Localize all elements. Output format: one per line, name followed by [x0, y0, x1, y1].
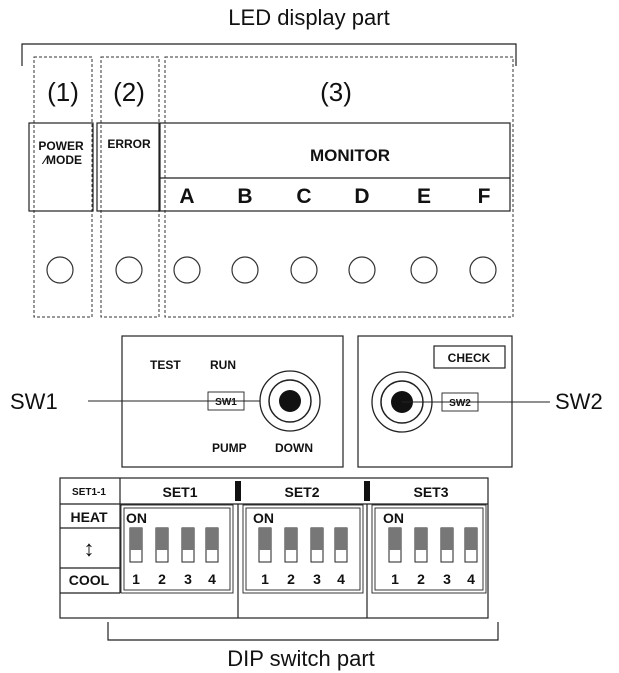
monitor-letter-c: C [296, 185, 311, 208]
led-monitor-d [348, 256, 376, 284]
sw1-run-label: RUN [210, 358, 236, 372]
monitor-letter-b: B [237, 185, 252, 208]
sw1-panel [121, 335, 344, 468]
monitor-letter-a: A [179, 185, 194, 208]
led-monitor-f [469, 256, 497, 284]
dip-cool-label: COOL [69, 572, 110, 588]
dip-set1-number-4: 4 [208, 571, 216, 587]
sw1-tag-label: SW1 [215, 397, 237, 408]
dip-bank-set3-inner [374, 507, 484, 591]
dip-part-bracket [107, 622, 499, 641]
dip-set2-number-1: 1 [261, 571, 269, 587]
dip-bank-set2-on-label: ON [253, 510, 274, 526]
dip-switch-set2-2[interactable] [284, 527, 298, 563]
dip-switch-set1-3[interactable] [181, 527, 195, 563]
sw2-tag-box [441, 392, 479, 412]
dip-bank-set3-frame [371, 504, 487, 594]
dip-bank-set2-frame [242, 504, 364, 594]
dip-set2-number-2: 2 [287, 571, 295, 587]
dip-bank-set1-name: SET1 [162, 484, 197, 500]
error-panel [96, 122, 160, 212]
dip-switch-set3-2[interactable] [414, 527, 428, 563]
dip-heat-label: HEAT [70, 509, 108, 525]
dip-separator-1 [235, 481, 241, 501]
power-mode-panel [28, 122, 94, 212]
led-monitor-c [290, 256, 318, 284]
check-label-box [433, 345, 506, 369]
dip-switch-set2-4[interactable] [334, 527, 348, 563]
dip-set1-number-2: 2 [158, 571, 166, 587]
power-label: POWER [38, 139, 84, 153]
sw1-push-button[interactable] [259, 370, 321, 432]
dip-separator-2 [364, 481, 370, 501]
dip-switch-set1-4[interactable] [205, 527, 219, 563]
dip-bank-set3: ON 1 2 3 4 [371, 504, 487, 594]
led-group-3-number: (3) [320, 77, 352, 107]
led-group-2-number: (2) [113, 77, 145, 107]
led-group-1-outline [33, 56, 93, 318]
dip-switch-set1-1[interactable] [129, 527, 143, 563]
dip-set2-number-4: 4 [337, 571, 345, 587]
dip-bank-set3-on-label: ON [383, 510, 404, 526]
dip-set2-number-3: 3 [313, 571, 321, 587]
error-label: ERROR [107, 137, 151, 151]
dip-arrow: ↕ [84, 536, 95, 561]
check-label: CHECK [448, 351, 491, 365]
monitor-letter-f: F [478, 185, 491, 208]
dip-bank-set1-on-label: ON [126, 510, 147, 526]
dip-set3-number-1: 1 [391, 571, 399, 587]
dip-set3-number-3: 3 [443, 571, 451, 587]
monitor-panel [159, 122, 511, 212]
dip-set1-number-1: 1 [132, 571, 140, 587]
sw2-tag-label: SW2 [449, 398, 471, 409]
dip-switch-set1-2[interactable] [155, 527, 169, 563]
dip-bank-set1: ON 1 2 3 4 [120, 504, 234, 594]
dip-bank-set1-inner [123, 507, 231, 591]
led-part-bracket [21, 43, 517, 66]
dip-bank-set1-frame [120, 504, 234, 594]
mode-label: ∕MODE [41, 153, 82, 167]
led-error [115, 256, 143, 284]
dip-bank-set2-inner [245, 507, 361, 591]
sw2-panel [357, 335, 513, 468]
dip-switch-set3-1[interactable] [388, 527, 402, 563]
dip-bank-set2: ON 1 2 3 4 [242, 504, 364, 594]
monitor-letter-d: D [354, 185, 369, 208]
dip-switch-set3-4[interactable] [464, 527, 478, 563]
led-group-3-outline [164, 56, 514, 318]
sw1-down-label: DOWN [275, 441, 313, 455]
led-power-mode [46, 256, 74, 284]
dip-part-title: DIP switch part [227, 646, 375, 671]
led-part-title: LED display part [228, 5, 389, 30]
dip-switch-set3-3[interactable] [440, 527, 454, 563]
dip-bank-set3-name: SET3 [413, 484, 448, 500]
dip-bank-set2-name: SET2 [284, 484, 319, 500]
sw1-test-label: TEST [150, 358, 181, 372]
monitor-letter-e: E [417, 185, 431, 208]
sw1-external-label: SW1 [10, 389, 58, 414]
dip-switch-set2-3[interactable] [310, 527, 324, 563]
dip-set3-number-4: 4 [467, 571, 475, 587]
sw2-external-label: SW2 [555, 389, 603, 414]
sw1-pump-label: PUMP [212, 441, 247, 455]
dip-area-frame [59, 477, 489, 619]
dip-switch-set2-1[interactable] [258, 527, 272, 563]
dip-mode-header: SET1-1 [72, 487, 106, 498]
led-monitor-a [173, 256, 201, 284]
dip-set1-number-3: 3 [184, 571, 192, 587]
led-monitor-b [231, 256, 259, 284]
monitor-label: MONITOR [310, 146, 390, 165]
led-group-1-number: (1) [47, 77, 79, 107]
led-monitor-e [410, 256, 438, 284]
dip-set3-number-2: 2 [417, 571, 425, 587]
